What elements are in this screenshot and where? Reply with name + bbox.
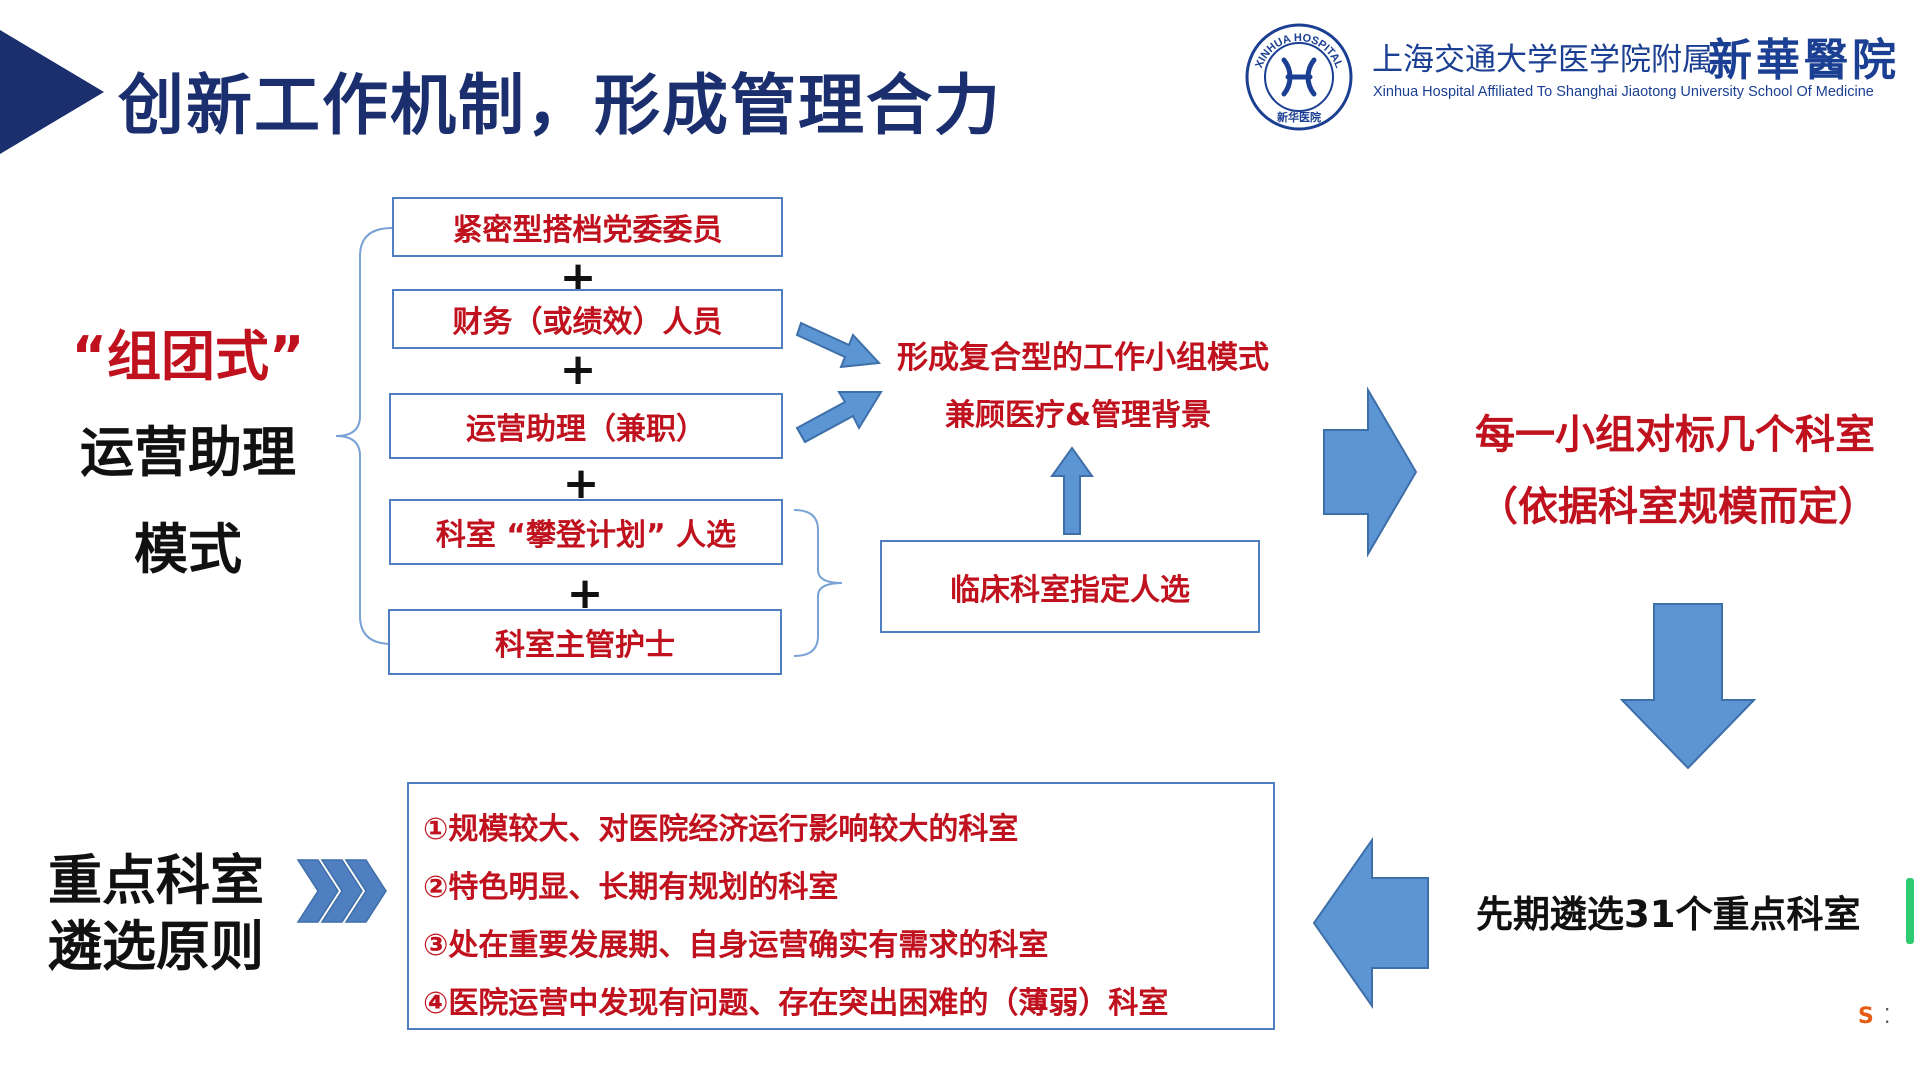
mode-line-1: “组团式” — [71, 325, 305, 388]
page-title: 创新工作机制，形成管理合力 — [118, 67, 1002, 144]
plus-sign-2: + — [559, 344, 597, 395]
role-box-finance: 财务（或绩效）人员 — [392, 289, 783, 349]
clinical-designated-box: 临床科室指定人选 — [880, 540, 1260, 633]
arrow-down-right — [795, 321, 882, 369]
left-brace — [335, 227, 393, 645]
big-left-arrow — [1312, 836, 1429, 1010]
role-box-party-committee: 紧密型搭档党委委员 — [392, 197, 783, 257]
big-down-arrow — [1619, 603, 1757, 770]
criteria-box: ①规模较大、对医院经济运行影响较大的科室 ②特色明显、长期有规划的科室 ③处在重… — [407, 782, 1275, 1030]
role-box-head-nurse: 科室主管护士 — [388, 609, 782, 675]
right-brace — [793, 509, 843, 657]
triple-chevron-icon — [296, 859, 387, 923]
composite-line-2: 兼顾医疗&管理背景 — [945, 398, 1212, 433]
criterion-4: ④医院运营中发现有问题、存在突出困难的（薄弱）科室 — [423, 986, 1169, 1021]
principles-title-line-1: 重点科室 — [48, 849, 264, 912]
criterion-1: ①规模较大、对医院经济运行影响较大的科室 — [423, 812, 1019, 847]
hospital-cn-affiliation: 上海交通大学医学院附属 — [1372, 42, 1713, 78]
criterion-2: ②特色明显、长期有规划的科室 — [423, 870, 839, 905]
corner-triangle-decoration — [0, 30, 104, 154]
group-target-line-2: （依据科室规模而定） — [1478, 484, 1878, 530]
seal-text-bottom: 新华医院 — [1277, 110, 1321, 124]
up-arrow — [1050, 446, 1094, 535]
ime-extra-icon[interactable]: ⁚ — [1884, 1004, 1891, 1028]
hospital-seal-logo: XINHUA HOSPITAL 新华医院 — [1245, 23, 1353, 131]
mode-line-3: 模式 — [134, 518, 242, 581]
composite-line-1: 形成复合型的工作小组模式 — [897, 340, 1269, 376]
role-box-operations-assistant: 运营助理（兼职） — [389, 393, 783, 459]
mode-line-2: 运营助理 — [80, 421, 296, 484]
hospital-calligraphy-name: 新華醫院 — [1708, 35, 1900, 86]
criterion-3: ③处在重要发展期、自身运营确实有需求的科室 — [423, 928, 1049, 963]
principles-title-line-2: 遴选原则 — [48, 915, 264, 978]
plus-sign-3: + — [562, 458, 600, 509]
green-side-indicator — [1906, 878, 1914, 944]
plus-sign-4: + — [566, 568, 604, 619]
big-right-arrow — [1323, 386, 1418, 558]
group-target-line-1: 每一小组对标几个科室 — [1475, 412, 1875, 458]
role-box-climbing-plan: 科室 “攀登计划” 人选 — [389, 499, 783, 565]
preselect-text: 先期遴选31个重点科室 — [1476, 893, 1861, 936]
ime-indicator-icon[interactable]: S — [1858, 1004, 1874, 1029]
arrow-up-right — [795, 391, 883, 444]
hospital-en-name: Xinhua Hospital Affiliated To Shanghai J… — [1373, 84, 1874, 100]
